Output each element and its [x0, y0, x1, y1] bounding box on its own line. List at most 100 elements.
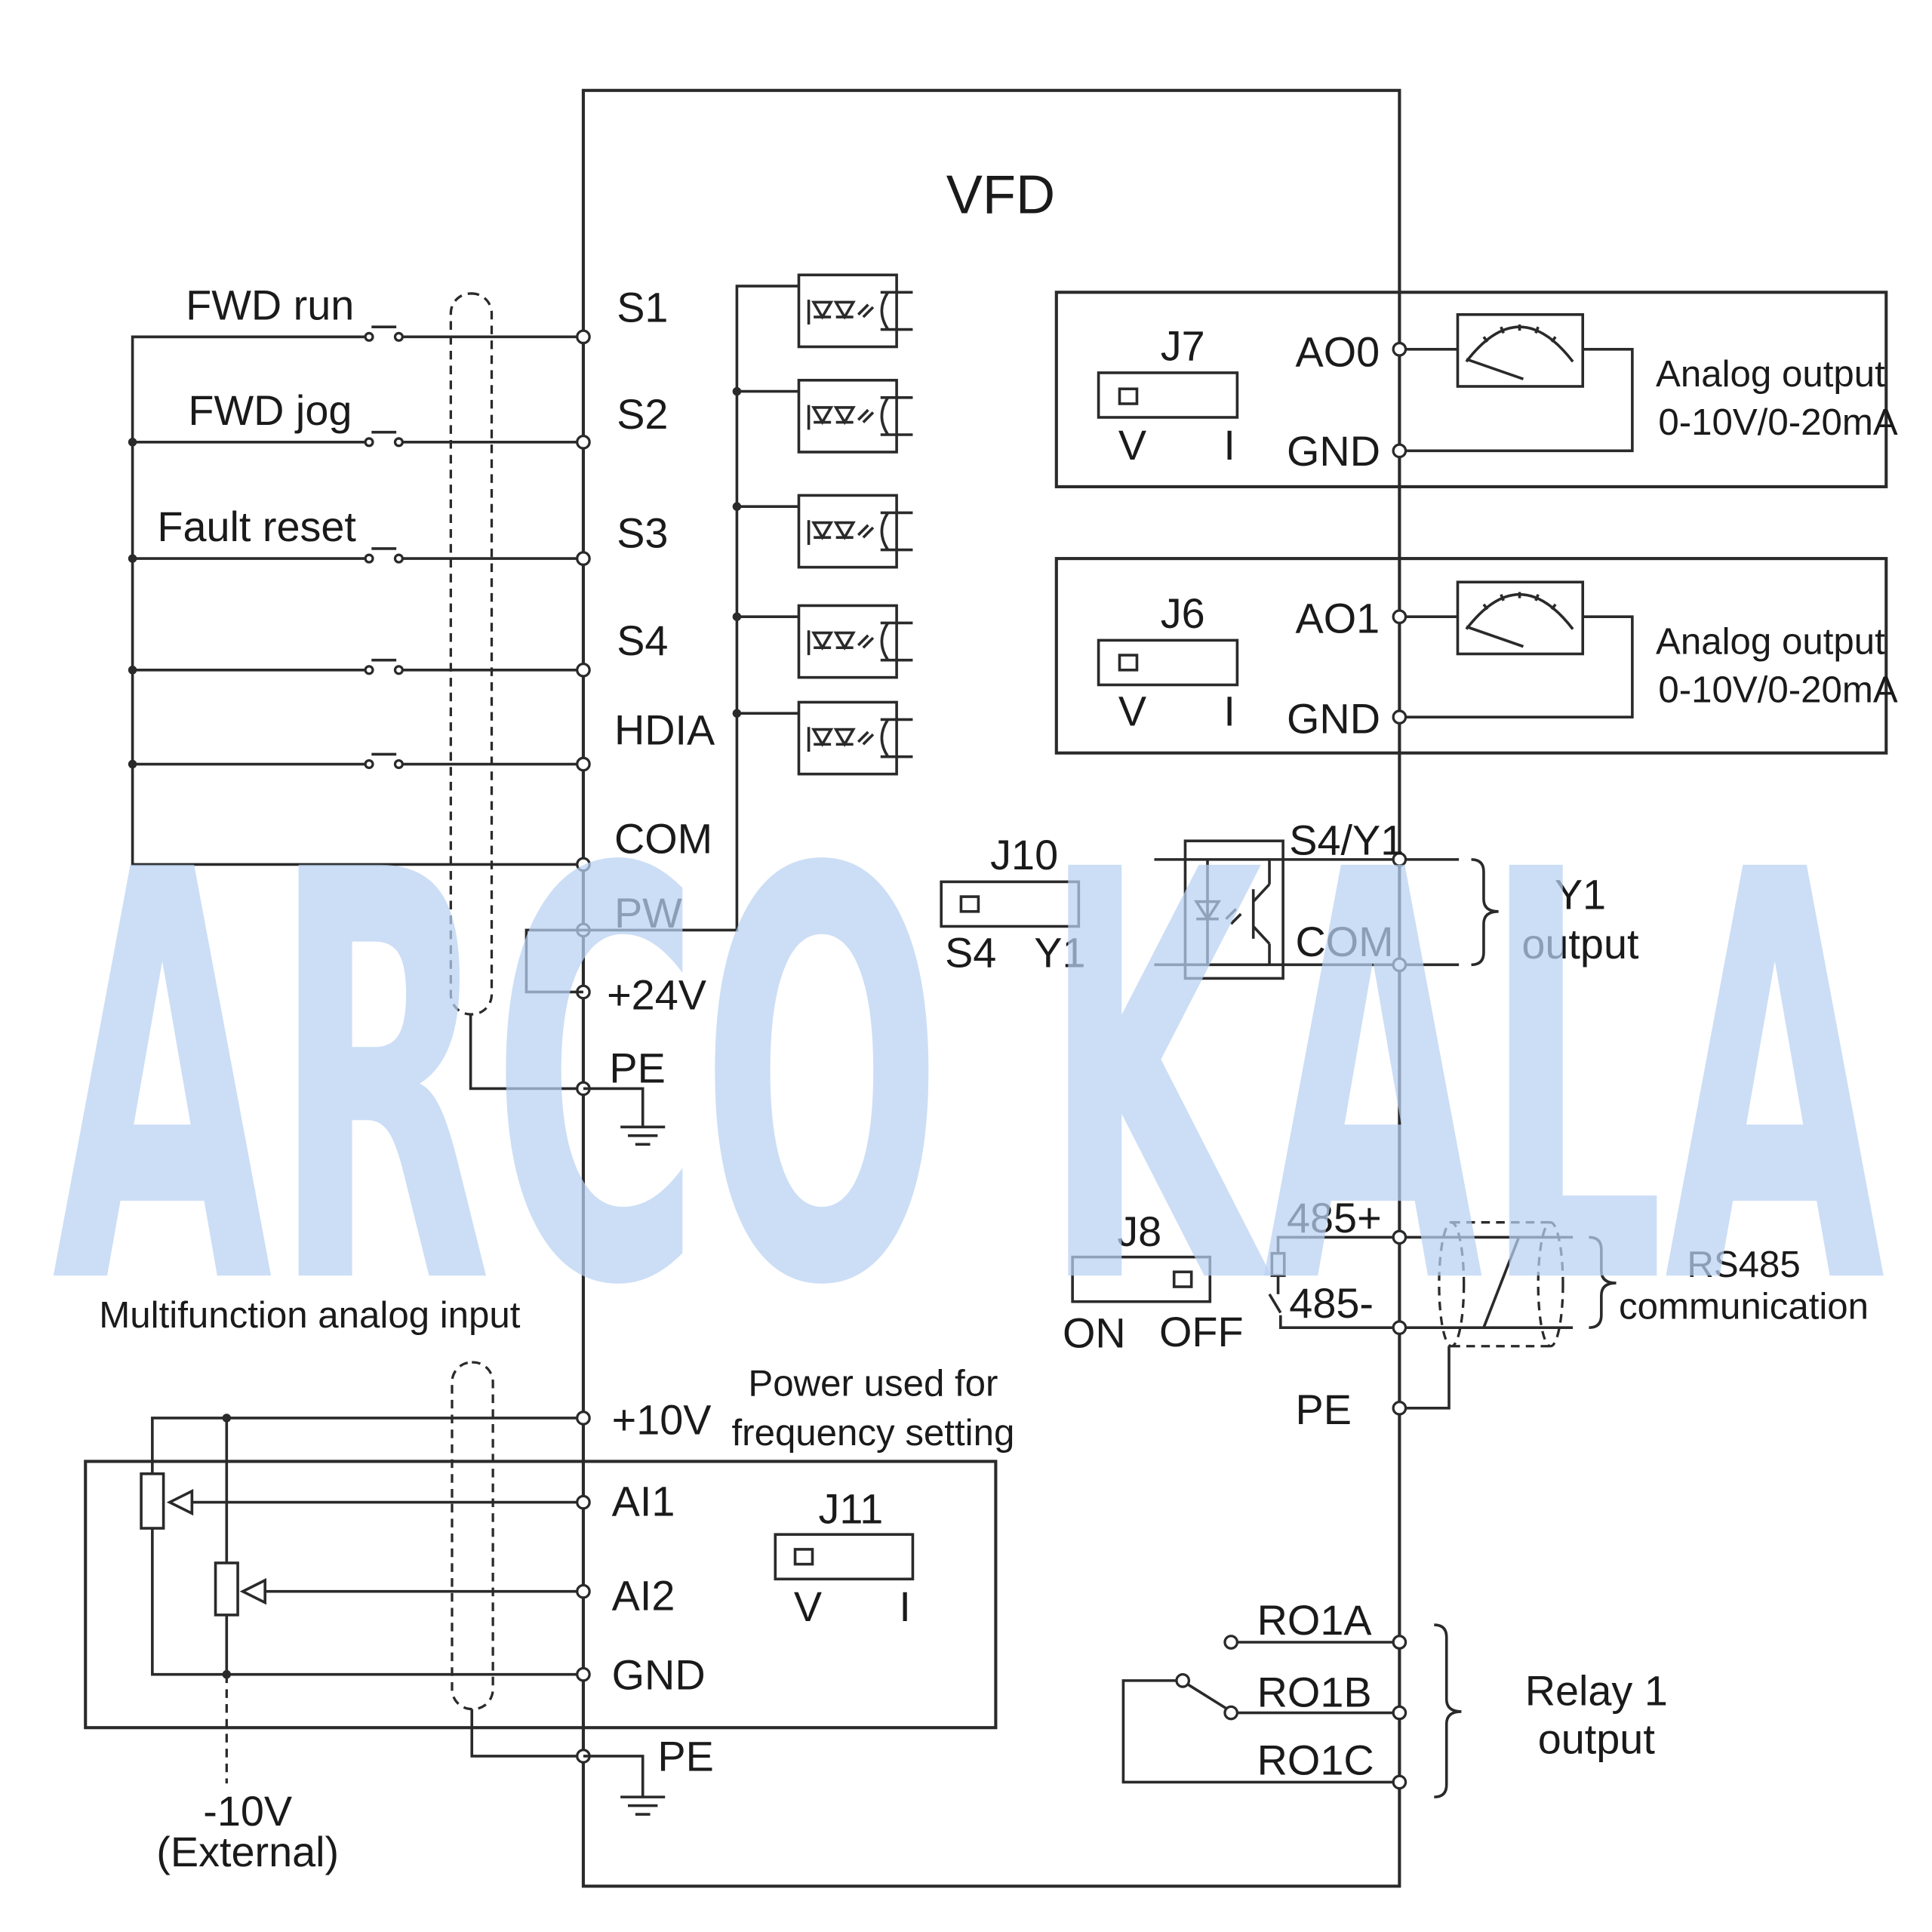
optocoupler-icon-1: [797, 273, 913, 349]
svg-text:I: I: [899, 1583, 911, 1630]
terminal-com: [576, 857, 591, 872]
j10-jumper: [940, 880, 1081, 928]
transistor-optocoupler-icon: [1154, 839, 1284, 980]
j7-label: J7: [1161, 322, 1205, 370]
svg-text:output: output: [1521, 920, 1639, 968]
s1-label: S1: [617, 284, 668, 331]
com-label: COM: [614, 815, 712, 863]
ground-icon-bottom: [583, 1755, 666, 1816]
s3-label: S3: [617, 509, 668, 556]
terminal-s3: [576, 551, 591, 566]
svg-text:RS485: RS485: [1687, 1244, 1801, 1285]
input-row-s2: [128, 430, 583, 448]
ro1c-label: RO1C: [1257, 1737, 1374, 1784]
ai2-label: AI2: [612, 1571, 675, 1619]
svg-text:V: V: [1118, 688, 1146, 735]
rs485-plus-label: 485+: [1287, 1194, 1382, 1241]
y1-output: J10 S4 Y1 S4/Y1 COM Y1 output: [940, 816, 1639, 980]
analog-input-box: [84, 1460, 998, 1730]
fwd-jog-label: FWD jog: [188, 386, 352, 434]
optocoupler-icon-5: [797, 700, 913, 776]
svg-text:S4: S4: [945, 929, 996, 977]
vfd-title: VFD: [946, 165, 1055, 225]
optocoupler-icon-2: [797, 378, 913, 454]
y1-com-label: COM: [1296, 918, 1394, 965]
optocoupler-icon-4: [797, 604, 913, 679]
svg-text:I: I: [1223, 688, 1235, 735]
rs485: J8 ON OFF 485+ 485- PE RS485 communicati…: [1063, 1194, 1869, 1433]
j8-jumper: [1071, 1255, 1212, 1303]
twisted-pair-cable-icon: [1438, 1221, 1564, 1348]
svg-text:V: V: [794, 1583, 822, 1630]
hdia-label: HDIA: [614, 706, 715, 753]
potentiometer-icon-2: [214, 1561, 239, 1617]
fault-reset-label: Fault reset: [157, 503, 356, 550]
terminal-hdia: [576, 756, 591, 772]
svg-text:Relay 1: Relay 1: [1525, 1667, 1668, 1715]
input-row-s1: [132, 325, 583, 342]
terminal-s1: [576, 329, 591, 345]
opto-bus: [583, 285, 799, 932]
input-row-s3: [128, 547, 583, 564]
ro1b-label: RO1B: [1257, 1668, 1372, 1715]
relay-output: RO1A RO1B RO1C Relay 1 output: [1121, 1596, 1668, 1798]
analog-output-ao1: J6 V I AO1 GND Analog output 0-10V/0-20m…: [1054, 557, 1898, 755]
ao0-label: AO0: [1296, 328, 1380, 376]
relay-brace: [1434, 1623, 1462, 1798]
potentiometer-icon-1: [140, 1472, 165, 1530]
digital-inputs: FWD run FWD jog Fault reset: [128, 273, 913, 1146]
svg-text:communication: communication: [1619, 1286, 1869, 1327]
watermark: ARCO KALA: [52, 753, 1887, 1409]
svg-text:Analog output: Analog output: [1656, 353, 1885, 395]
fwd-run-label: FWD run: [186, 281, 354, 328]
s2-label: S2: [617, 390, 668, 438]
input-row-s4: [128, 658, 583, 675]
shield-cable-lower: [451, 1361, 494, 1711]
j8-label: J8: [1117, 1208, 1161, 1255]
terminal-s4: [576, 662, 591, 678]
terminal-s2: [576, 435, 591, 450]
ao0-gnd-label: GND: [1287, 427, 1380, 475]
j6-label: J6: [1161, 589, 1205, 637]
rs485-pe-label: PE: [1296, 1386, 1352, 1433]
svg-text:(External): (External): [156, 1828, 339, 1875]
ai1-label: AI1: [612, 1478, 675, 1525]
ao1-label: AO1: [1296, 595, 1380, 642]
analog-input-title: Multifunction analog input: [99, 1294, 521, 1336]
svg-text:ON: ON: [1063, 1309, 1126, 1356]
analog-input: Multifunction analog input Power used fo…: [84, 1294, 1015, 1875]
s4-label: S4: [617, 617, 668, 664]
svg-text:Y1: Y1: [1034, 929, 1085, 977]
j6-jumper: [1097, 638, 1239, 687]
j10-label: J10: [990, 831, 1058, 878]
meter-icon-ao0: [1456, 313, 1585, 388]
terminal-10v: [576, 1411, 591, 1426]
v24-label: +24V: [607, 971, 706, 1018]
v10-label: +10V: [612, 1395, 712, 1443]
svg-text:V: V: [1118, 421, 1146, 469]
svg-text:0-10V/0-20mA: 0-10V/0-20mA: [1658, 669, 1898, 710]
input-row-hdia: [128, 752, 583, 770]
j7-jumper: [1097, 371, 1239, 419]
svg-text:0-10V/0-20mA: 0-10V/0-20mA: [1658, 401, 1898, 443]
ro1a-label: RO1A: [1257, 1596, 1373, 1644]
ground-icon-top: [583, 1087, 666, 1146]
pe-bottom-label: PE: [657, 1733, 713, 1780]
j11-label: J11: [818, 1484, 883, 1532]
terminal-ai2: [576, 1583, 591, 1599]
y1-brace: [1471, 858, 1499, 967]
power-note-2: frequency setting: [732, 1412, 1015, 1454]
power-note-1: Power used for: [748, 1362, 998, 1404]
svg-text:-10V: -10V: [203, 1787, 292, 1835]
svg-text:OFF: OFF: [1159, 1308, 1244, 1355]
pe-top-label: PE: [609, 1044, 665, 1091]
j11-jumper: [774, 1533, 915, 1581]
svg-text:I: I: [1223, 421, 1235, 469]
rs485-minus-label: 485-: [1289, 1279, 1374, 1327]
optocoupler-icon-3: [797, 494, 913, 569]
ai-gnd-label: GND: [612, 1651, 706, 1698]
meter-icon-ao1: [1456, 580, 1585, 656]
analog-output-ao0: J7 V I AO0 GND Analog output 0-10V/0-20m…: [1054, 291, 1898, 488]
terminal-ai1: [576, 1494, 591, 1510]
s4y1-label: S4/Y1: [1289, 816, 1404, 863]
